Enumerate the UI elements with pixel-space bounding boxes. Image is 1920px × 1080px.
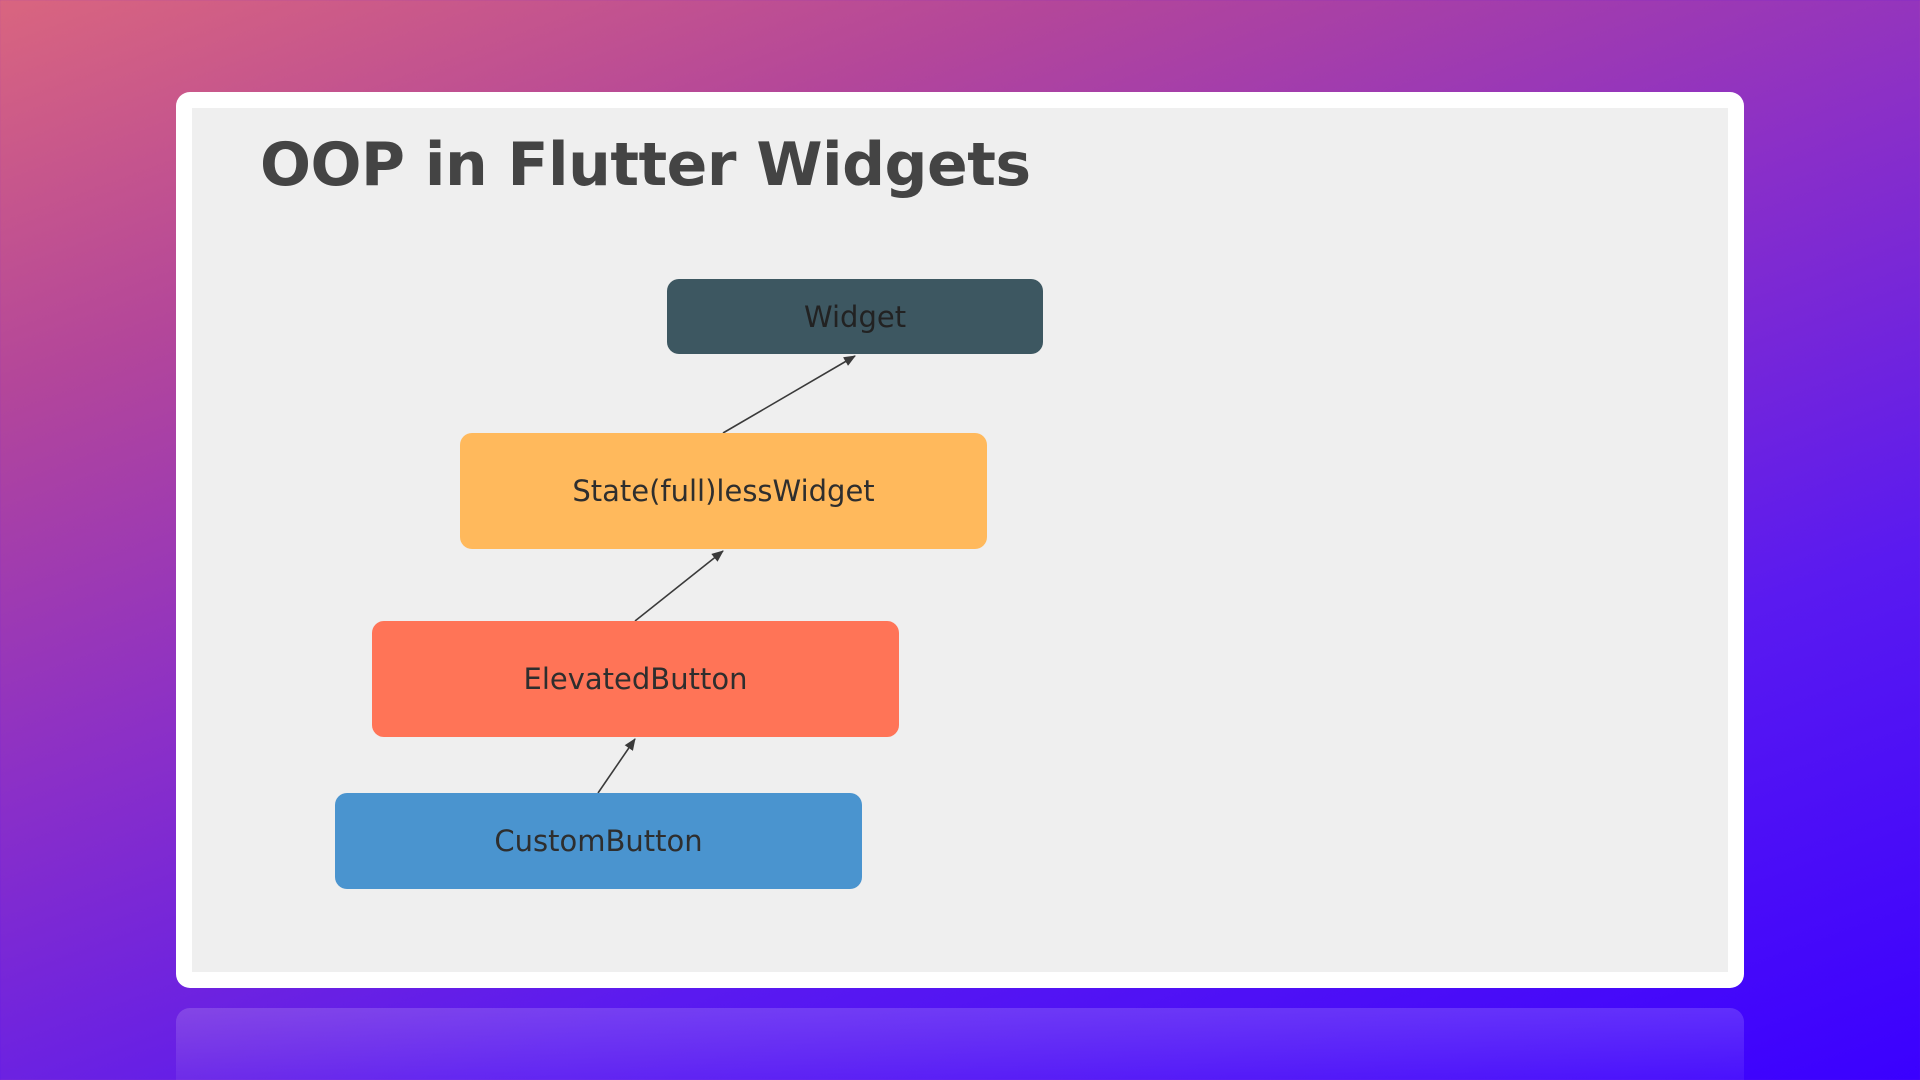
node-elevated-button: ElevatedButton	[372, 621, 899, 737]
arrow-custom-to-elevated	[597, 738, 636, 794]
slide-frame: OOP in Flutter Widgets Widget State(full…	[176, 92, 1744, 988]
arrow-elevated-to-stateless	[634, 550, 724, 622]
slide: OOP in Flutter Widgets Widget State(full…	[192, 108, 1728, 972]
page-title: OOP in Flutter Widgets	[260, 130, 1031, 200]
node-custom-button: CustomButton	[335, 793, 862, 889]
arrow-stateless-to-widget	[722, 355, 856, 434]
node-widget: Widget	[667, 279, 1043, 354]
slide-reflection	[176, 1008, 1744, 1080]
node-statefulless-widget: State(full)lessWidget	[460, 433, 987, 549]
